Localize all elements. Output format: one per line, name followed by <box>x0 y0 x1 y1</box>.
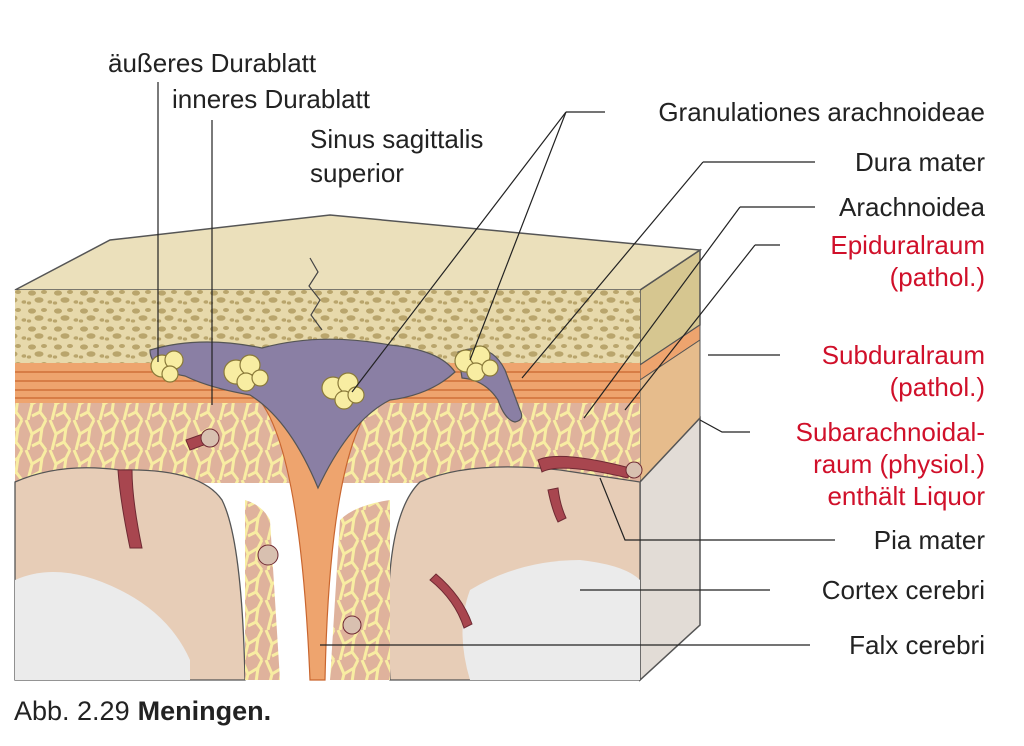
label-subarach-2: raum (physiol.) <box>813 449 985 479</box>
label-inner-dura: inneres Durablatt <box>172 84 371 114</box>
label-epidural-1: Epiduralraum <box>830 230 985 260</box>
label-dura-mater: Dura mater <box>855 147 985 177</box>
block-side-faces <box>639 248 701 682</box>
label-sinus-1: Sinus sagittalis <box>310 124 483 154</box>
cerebral-cortex <box>14 466 641 681</box>
label-subdural-1: Subduralraum <box>822 340 985 370</box>
label-subdural-2: (pathol.) <box>890 372 985 402</box>
label-cortex: Cortex cerebri <box>822 575 985 605</box>
caption-number: Abb. 2.29 <box>14 696 130 726</box>
falx-cerebri <box>253 394 382 681</box>
label-granulationes: Granulationes arachnoideae <box>658 97 985 127</box>
label-pia-mater: Pia mater <box>874 525 986 555</box>
labels-left: äußeres Durablatt inneres Durablatt Sinu… <box>108 48 483 188</box>
meninges-diagram: äußeres Durablatt inneres Durablatt Sinu… <box>14 48 986 682</box>
arachnoid-granulations <box>150 345 499 410</box>
blood-vessels <box>117 428 643 635</box>
label-falx: Falx cerebri <box>849 630 985 660</box>
label-subarach-3: enthält Liquor <box>827 481 985 511</box>
label-arachnoidea: Arachnoidea <box>839 192 986 222</box>
label-subarach-1: Subarachnoidal- <box>796 417 985 447</box>
white-matter <box>15 572 190 680</box>
leader-lines <box>157 82 835 646</box>
caption-title: Meningen. <box>137 696 272 726</box>
label-outer-dura: äußeres Durablatt <box>108 48 317 78</box>
label-epidural-2: (pathol.) <box>890 262 985 292</box>
skull-top-face <box>14 214 703 291</box>
label-sinus-2: superior <box>310 158 404 188</box>
labels-right: Granulationes arachnoideae Dura mater Ar… <box>658 97 985 660</box>
